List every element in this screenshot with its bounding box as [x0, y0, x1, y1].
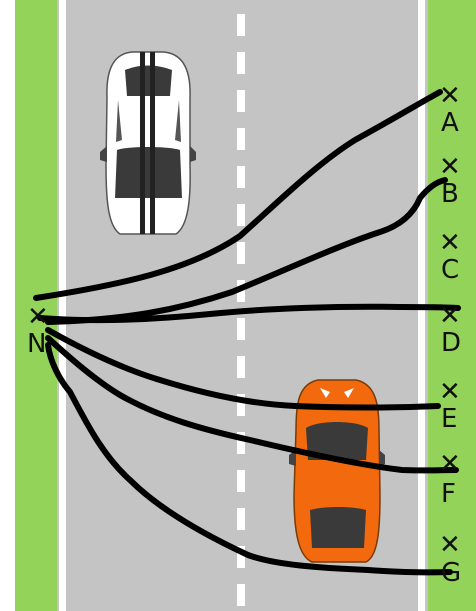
- target-label-c: C: [441, 255, 459, 285]
- target-x-icon-g: ✕: [439, 530, 461, 560]
- start-marker-n: ✕ N: [27, 302, 49, 359]
- left-edge-line: [59, 0, 66, 611]
- target-x-icon-c: ✕: [439, 228, 461, 258]
- target-marker-b: ✕ B: [439, 152, 461, 209]
- start-marker-x-icon: ✕: [27, 302, 49, 332]
- target-marker-a: ✕ A: [439, 81, 461, 138]
- target-x-icon-a: ✕: [439, 81, 461, 111]
- target-marker-c: ✕ C: [439, 228, 461, 285]
- target-label-e: E: [441, 404, 457, 434]
- target-label-d: D: [441, 328, 461, 358]
- white-sports-car: [100, 52, 196, 234]
- target-marker-d: ✕ D: [439, 301, 461, 358]
- target-label-g: G: [441, 558, 461, 588]
- target-marker-g: ✕ G: [439, 530, 461, 588]
- target-x-icon-f: ✕: [439, 449, 461, 479]
- target-label-a: A: [441, 108, 459, 138]
- target-x-icon-e: ✕: [439, 377, 461, 407]
- start-marker-label: N: [27, 329, 46, 359]
- target-label-b: B: [441, 179, 459, 209]
- target-x-icon-d: ✕: [439, 301, 461, 331]
- target-x-icon-b: ✕: [439, 152, 461, 182]
- target-label-f: F: [441, 479, 456, 509]
